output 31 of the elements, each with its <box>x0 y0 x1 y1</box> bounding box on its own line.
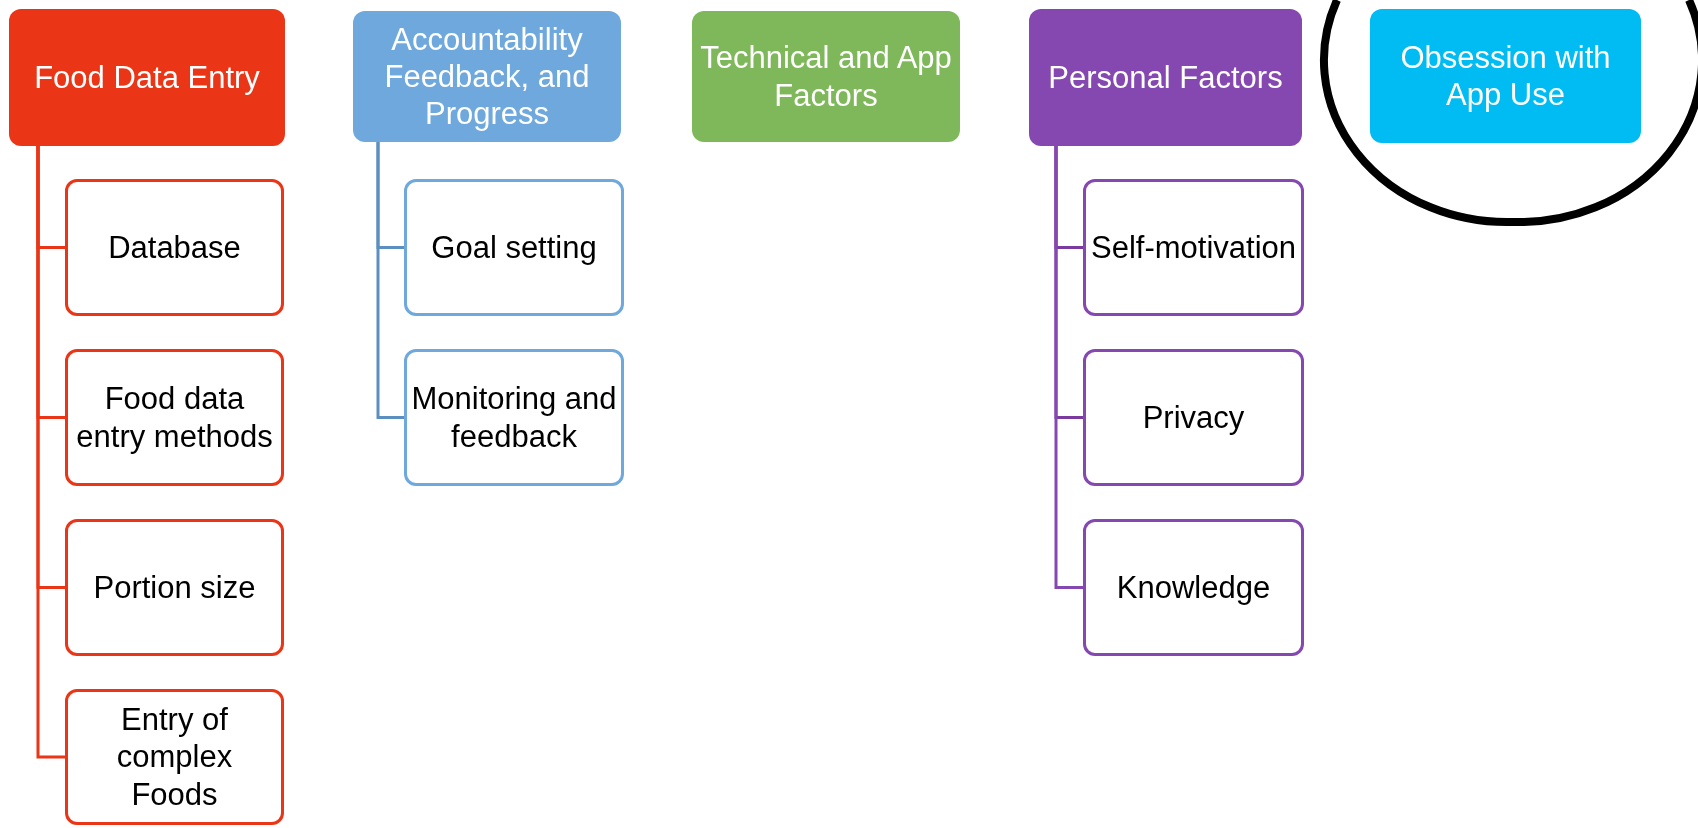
connector-line <box>36 146 65 759</box>
node-text: Goal setting <box>431 228 597 267</box>
subcategory-box <box>1083 179 1304 316</box>
node-text: Accountability Feedback, and Progress <box>383 20 591 133</box>
subcategory-box <box>65 519 284 656</box>
subcategory-box <box>65 689 284 825</box>
category-box <box>9 9 285 146</box>
subcategory-box <box>1083 349 1304 486</box>
subcategory-box <box>404 349 624 486</box>
node-text: Self-motivation <box>1091 228 1296 267</box>
node-text: Entry of complex Foods <box>115 701 234 813</box>
category-box <box>353 11 621 142</box>
node-text: Food data entry methods <box>75 380 274 455</box>
node-text: Technical and App Factors <box>699 39 953 114</box>
subcategory-box <box>65 179 284 316</box>
category-box <box>1370 9 1641 143</box>
node-text: Obsession with App Use <box>1399 38 1612 114</box>
category-box <box>1029 9 1302 146</box>
category-box <box>692 11 960 142</box>
node-text: Knowledge <box>1116 568 1271 607</box>
node-text: Privacy <box>1142 398 1245 437</box>
connector-line <box>1054 146 1083 589</box>
node-text: Monitoring and feedback <box>411 380 617 455</box>
subcategory-box <box>404 179 624 316</box>
node-text: Database <box>108 228 241 267</box>
node-text: Personal Factors <box>1048 58 1283 97</box>
node-text: Portion size <box>93 568 256 607</box>
subcategory-box <box>1083 519 1304 656</box>
subcategory-box <box>65 349 284 486</box>
connector-line <box>376 142 404 419</box>
node-text: Food Data Entry <box>34 58 260 97</box>
